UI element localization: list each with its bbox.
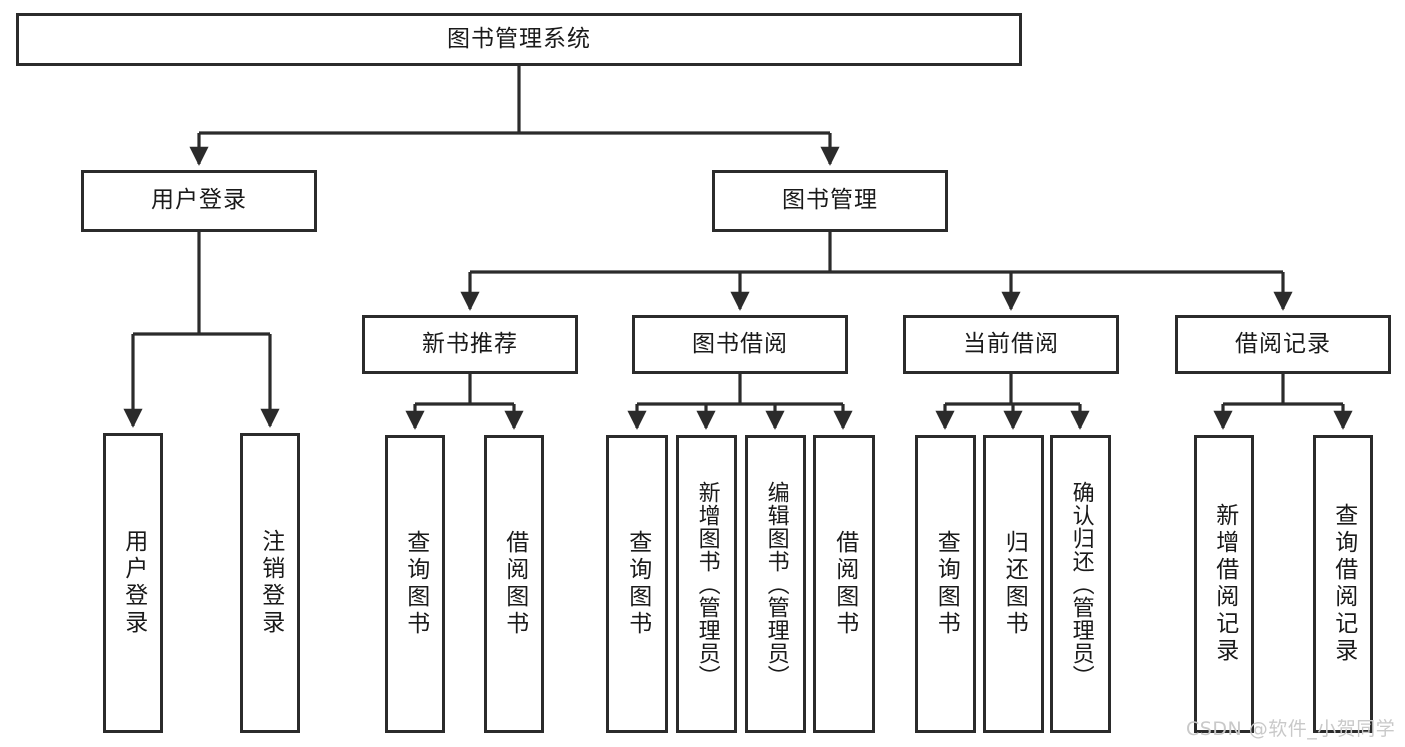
node-new-book-recommend-label: 新书推荐 xyxy=(422,330,518,357)
node-leaf-add-record[interactable]: 新增借阅记录 xyxy=(1194,435,1254,733)
node-book-borrow-label: 图书借阅 xyxy=(692,330,788,357)
node-user-login-label: 用户登录 xyxy=(151,187,247,214)
node-current-borrow-label: 当前借阅 xyxy=(963,330,1059,357)
node-book-management[interactable]: 图书管理 xyxy=(712,170,948,232)
node-leaf-edit-book[interactable]: 编辑图书（管理员） xyxy=(745,435,806,733)
node-borrow-record[interactable]: 借阅记录 xyxy=(1175,315,1391,374)
node-book-management-label: 图书管理 xyxy=(782,187,878,214)
node-leaf-add-record-label: 新增借阅记录 xyxy=(1211,503,1238,665)
node-leaf-user-login[interactable]: 用户登录 xyxy=(103,433,163,733)
node-current-borrow[interactable]: 当前借阅 xyxy=(903,315,1119,374)
node-leaf-confirm-return[interactable]: 确认归还（管理员） xyxy=(1050,435,1111,733)
node-leaf-query-book-2[interactable]: 查询图书 xyxy=(606,435,668,733)
node-leaf-edit-book-label: 编辑图书（管理员） xyxy=(763,480,789,688)
node-leaf-query-record-label: 查询借阅记录 xyxy=(1330,503,1357,665)
node-leaf-borrow-book-1[interactable]: 借阅图书 xyxy=(484,435,544,733)
node-leaf-user-logout-label: 注销登录 xyxy=(257,529,284,637)
node-leaf-query-book-1[interactable]: 查询图书 xyxy=(385,435,445,733)
node-leaf-query-record[interactable]: 查询借阅记录 xyxy=(1313,435,1373,733)
node-leaf-borrow-book-2[interactable]: 借阅图书 xyxy=(813,435,875,733)
node-root-label: 图书管理系统 xyxy=(447,25,591,52)
node-new-book-recommend[interactable]: 新书推荐 xyxy=(362,315,578,374)
node-leaf-query-book-3-label: 查询图书 xyxy=(933,530,960,638)
node-leaf-query-book-3[interactable]: 查询图书 xyxy=(915,435,976,733)
node-leaf-borrow-book-1-label: 借阅图书 xyxy=(501,530,528,638)
node-leaf-add-book[interactable]: 新增图书（管理员） xyxy=(676,435,737,733)
node-leaf-add-book-label: 新增图书（管理员） xyxy=(694,480,720,688)
node-root[interactable]: 图书管理系统 xyxy=(16,13,1022,66)
node-leaf-return-book[interactable]: 归还图书 xyxy=(983,435,1044,733)
node-user-login[interactable]: 用户登录 xyxy=(81,170,317,232)
node-leaf-confirm-return-label: 确认归还（管理员） xyxy=(1068,480,1094,688)
node-leaf-return-book-label: 归还图书 xyxy=(1001,530,1028,638)
node-leaf-borrow-book-2-label: 借阅图书 xyxy=(831,530,858,638)
node-leaf-query-book-2-label: 查询图书 xyxy=(624,530,651,638)
node-leaf-user-logout[interactable]: 注销登录 xyxy=(240,433,300,733)
watermark-text: CSDN @软件_小贺同学 xyxy=(1186,718,1396,740)
node-leaf-query-book-1-label: 查询图书 xyxy=(402,530,429,638)
node-book-borrow[interactable]: 图书借阅 xyxy=(632,315,848,374)
node-borrow-record-label: 借阅记录 xyxy=(1235,330,1331,357)
node-leaf-user-login-label: 用户登录 xyxy=(120,529,147,637)
